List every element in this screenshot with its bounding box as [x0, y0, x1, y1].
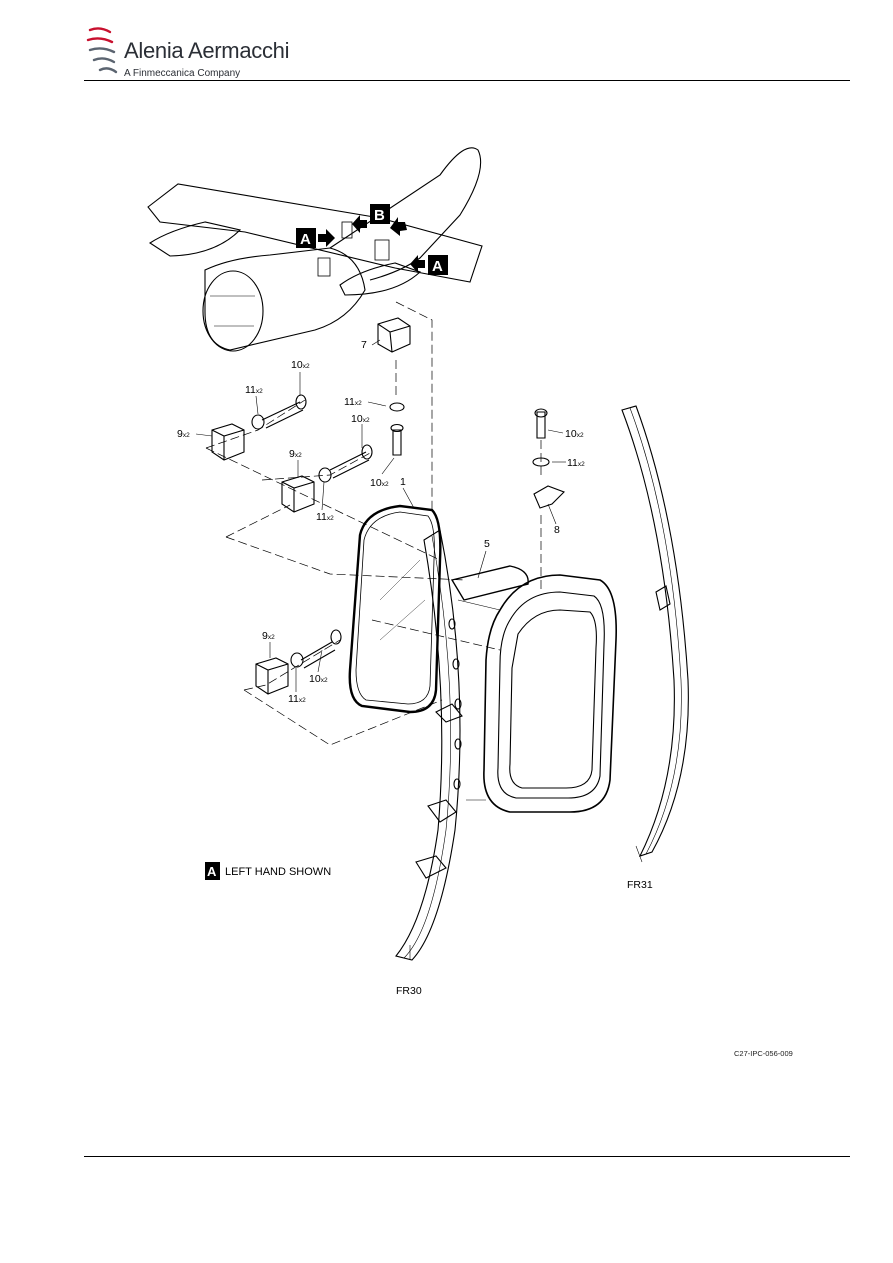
- svg-text:10x2: 10x2: [351, 413, 370, 425]
- svg-text:9x2: 9x2: [262, 630, 275, 642]
- svg-text:11x2: 11x2: [567, 457, 585, 469]
- figure-reference: C27-IPC-056-009: [734, 1049, 793, 1058]
- item-number: 11: [344, 396, 355, 408]
- item-number: 1: [400, 476, 406, 488]
- item-number: 11: [288, 693, 299, 705]
- label-leaders: [195, 339, 566, 692]
- svg-text:10x2: 10x2: [565, 428, 584, 440]
- item-qty: x2: [327, 515, 334, 522]
- svg-text:11x2: 11x2: [245, 384, 263, 396]
- svg-text:11x2: 11x2: [316, 511, 334, 523]
- item-number: 10: [309, 673, 321, 685]
- svg-text:A: A: [207, 864, 217, 879]
- item-number: 11: [567, 457, 578, 469]
- svg-text:8: 8: [554, 524, 560, 536]
- svg-text:7: 7: [361, 339, 367, 351]
- svg-text:11x2: 11x2: [288, 693, 306, 705]
- item-number: 9: [262, 630, 268, 642]
- item-qty: x2: [577, 432, 584, 439]
- aircraft-locator: [147, 147, 483, 352]
- part-7-block: [377, 317, 411, 353]
- frame-label-fr30: FR30: [396, 985, 422, 997]
- callout-a-left: A: [296, 228, 335, 248]
- window-frame-assembly: [457, 574, 617, 813]
- svg-text:1: 1: [400, 476, 406, 488]
- svg-text:10x2: 10x2: [291, 359, 310, 371]
- item-qty: x2: [295, 452, 302, 459]
- callout-a-right: A: [410, 255, 448, 275]
- item-number: 11: [316, 511, 327, 523]
- svg-text:9x2: 9x2: [289, 448, 302, 460]
- part-5-seal: [450, 565, 529, 601]
- part-8-clip: [533, 485, 565, 509]
- bolts-and-washers: [251, 394, 550, 669]
- svg-text:10x2: 10x2: [309, 673, 328, 685]
- item-qty: x2: [382, 481, 389, 488]
- item-qty: x2: [268, 634, 275, 641]
- leader-lines: [205, 301, 542, 746]
- svg-text:A: A: [432, 258, 443, 275]
- item-qty: x2: [303, 363, 310, 370]
- svg-text:10x2: 10x2: [370, 477, 389, 489]
- item-qty: x2: [355, 400, 362, 407]
- header-rule: [84, 80, 850, 81]
- svg-text:LEFT HAND SHOWN: LEFT HAND SHOWN: [225, 866, 331, 878]
- item-qty: x2: [299, 697, 306, 704]
- svg-text:B: B: [374, 207, 385, 224]
- item-number: 10: [565, 428, 577, 440]
- footer-rule: [84, 1156, 850, 1157]
- view-note: A LEFT HAND SHOWN: [205, 862, 331, 880]
- item-qty: x2: [183, 432, 190, 439]
- item-qty: x2: [363, 417, 370, 424]
- item-number: 5: [484, 538, 490, 550]
- svg-text:11x2: 11x2: [344, 396, 362, 408]
- item-qty: x2: [578, 461, 585, 468]
- item-number: 7: [361, 339, 367, 351]
- item-qty: x2: [256, 388, 263, 395]
- svg-text:A: A: [300, 231, 311, 248]
- frame-fr30: [395, 529, 463, 961]
- item-number: 10: [291, 359, 303, 371]
- svg-text:5: 5: [484, 538, 490, 550]
- page-header: Alenia Aermacchi A Finmeccanica Company: [0, 0, 893, 90]
- company-logo: [86, 27, 118, 74]
- brand-name: Alenia Aermacchi: [124, 38, 290, 63]
- item-number: 8: [554, 524, 560, 536]
- svg-text:9x2: 9x2: [177, 428, 190, 440]
- brackets-9: [211, 423, 315, 695]
- item-qty: x2: [321, 677, 328, 684]
- item-labels: 7 10x2 11x2 9x2 11x2 10x2 10x2 9x2 11x2 …: [177, 339, 585, 705]
- frame-fr31: [621, 405, 689, 863]
- item-number: 9: [289, 448, 295, 460]
- brand-tagline: A Finmeccanica Company: [124, 68, 241, 79]
- item-number: 10: [351, 413, 363, 425]
- frame-label-fr31: FR31: [627, 879, 653, 891]
- item-number: 9: [177, 428, 183, 440]
- item-number: 11: [245, 384, 256, 396]
- part-1-window-panel: [348, 504, 442, 714]
- callout-b: B: [352, 204, 407, 236]
- item-number: 10: [370, 477, 382, 489]
